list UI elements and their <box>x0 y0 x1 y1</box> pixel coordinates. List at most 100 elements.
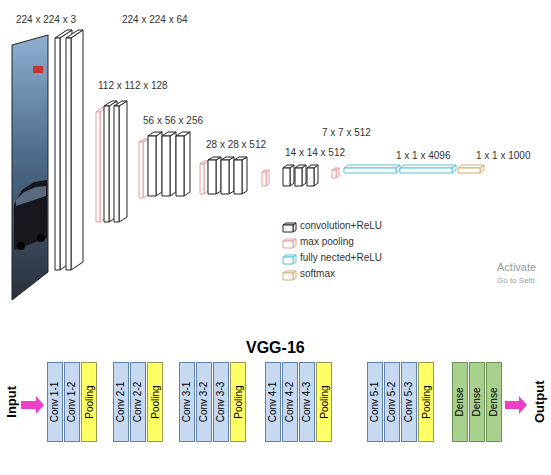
dimension-label: 1 x 1 x 4096 <box>396 150 450 162</box>
input-arrow <box>21 396 44 414</box>
layer-label: Pooling <box>420 385 432 418</box>
layer-label: Dense <box>454 388 466 417</box>
conv-block <box>71 30 83 270</box>
conv-block <box>295 168 302 186</box>
fc-block <box>400 168 452 173</box>
layer-label: Conv 2-2 <box>132 382 144 423</box>
conv-block <box>176 136 184 196</box>
conv-box: Conv 5-2 <box>384 362 400 442</box>
conv-block <box>307 168 314 186</box>
dense-box: Dense <box>469 362 485 442</box>
conv-box: Conv 3-3 <box>213 362 229 442</box>
legend-icon <box>283 273 293 280</box>
pooling-box: Pooling <box>147 362 163 442</box>
dimension-label: 1 x 1 x 1000 <box>476 150 530 162</box>
pooling-box: Pooling <box>81 362 97 442</box>
dimension-label: 56 x 56 x 256 <box>143 115 203 127</box>
pool-block <box>139 142 143 198</box>
conv-block <box>221 160 229 194</box>
conv-block <box>229 157 234 194</box>
conv-block <box>162 132 176 136</box>
conv-box: Conv 1-2 <box>64 362 80 442</box>
conv-block <box>234 160 242 194</box>
legend-icon <box>283 225 293 232</box>
conv-box: Conv 2-2 <box>130 362 146 442</box>
conv-block <box>162 136 170 196</box>
pool-block <box>204 161 208 194</box>
conv-block <box>60 30 72 270</box>
layer-label: Conv 5-3 <box>403 382 415 423</box>
layer-label: Pooling <box>318 385 330 418</box>
layer-label: Pooling <box>232 385 244 418</box>
watermark: Go to Setti <box>497 276 535 286</box>
dense-box: Dense <box>452 362 468 442</box>
layer-label: Conv 2-1 <box>115 382 127 423</box>
diagram-title: VGG-16 <box>246 338 305 357</box>
conv-block <box>208 160 216 194</box>
pooling-box: Pooling <box>230 362 246 442</box>
legend-text: max pooling <box>300 236 354 248</box>
pool-block <box>262 172 266 186</box>
layer-label: Conv 4-2 <box>284 382 296 423</box>
fc-block <box>344 168 396 173</box>
legend-text: convolution+ReLU <box>300 220 382 232</box>
layer-label: Conv 3-1 <box>181 382 193 423</box>
dimension-label: 14 x 14 x 512 <box>285 147 345 159</box>
conv-box: Conv 4-3 <box>299 362 315 442</box>
layer-label: Conv 1-2 <box>66 382 78 423</box>
layer-label: Dense <box>488 388 500 417</box>
conv-block <box>104 106 109 222</box>
conv-box: Conv 4-2 <box>282 362 298 442</box>
output-label: Output <box>531 381 547 424</box>
conv-block <box>148 136 156 196</box>
layer-label: Conv 1-1 <box>49 382 61 423</box>
input-image <box>12 35 48 300</box>
conv-box: Conv 3-1 <box>179 362 195 442</box>
layer-label: Conv 5-1 <box>369 382 381 423</box>
conv-block <box>66 38 71 270</box>
conv-block <box>156 132 162 196</box>
pool-block <box>332 170 336 178</box>
dense-box: Dense <box>486 362 502 442</box>
legend-icon <box>283 241 293 248</box>
legend-text: softmax <box>300 268 335 280</box>
layer-label: Conv 3-3 <box>215 382 227 423</box>
pooling-box: Pooling <box>316 362 332 442</box>
conv-block <box>114 106 119 222</box>
pool-block <box>96 112 100 222</box>
dimension-label: 224 x 224 x 64 <box>122 14 188 26</box>
conv-box: Conv 3-2 <box>196 362 212 442</box>
pool-block <box>200 164 204 194</box>
dimension-label: 7 x 7 x 512 <box>322 127 371 139</box>
conv-block <box>283 168 290 186</box>
conv-box: Conv 5-3 <box>401 362 417 442</box>
conv-block <box>66 30 83 38</box>
pooling-box: Pooling <box>418 362 434 442</box>
conv-block <box>148 132 162 136</box>
legend-text: fully nected+ReLU <box>300 252 382 264</box>
conv-block <box>242 157 247 194</box>
layer-label: Pooling <box>149 385 161 418</box>
layer-label: Conv 5-2 <box>386 382 398 423</box>
layer-label: Pooling <box>83 385 95 418</box>
dimension-label: 28 x 28 x 512 <box>206 139 266 151</box>
legend-icon <box>283 257 293 264</box>
conv-block <box>114 101 127 106</box>
layer-label: Conv 4-3 <box>301 382 313 423</box>
conv-box: Conv 1-1 <box>47 362 63 442</box>
conv-box: Conv 4-1 <box>265 362 281 442</box>
dimension-label: 112 x 112 x 128 <box>98 80 168 92</box>
conv-box: Conv 5-1 <box>367 362 383 442</box>
conv-block <box>55 38 60 270</box>
conv-block <box>119 101 127 222</box>
layer-label: Conv 4-1 <box>267 382 279 423</box>
layer-label: Conv 3-2 <box>198 382 210 423</box>
watermark: Activate <box>497 261 536 274</box>
conv-block <box>170 132 176 196</box>
input-label: Input <box>4 386 20 418</box>
conv-block <box>176 132 190 136</box>
pool-block <box>143 139 148 198</box>
conv-box: Conv 2-1 <box>113 362 129 442</box>
output-arrow <box>505 396 527 414</box>
